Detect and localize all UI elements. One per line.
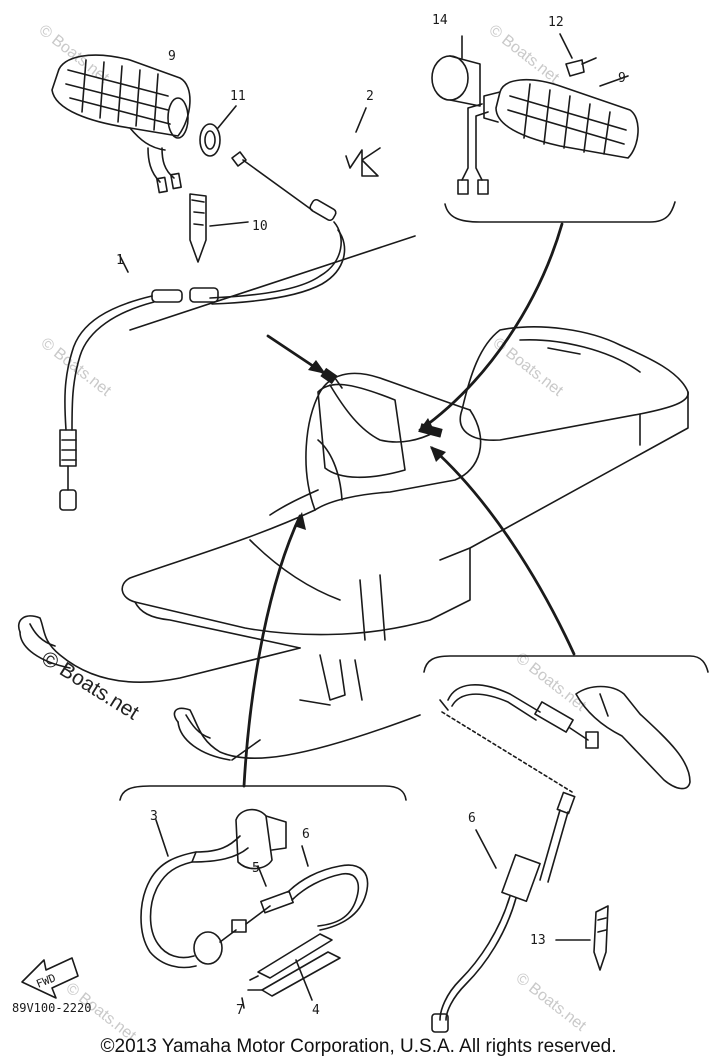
callouts: 9 11 2 10 1 14 12 9 3 6 5 4 7 6 13: [116, 13, 626, 1018]
svg-text:© Boats.net: © Boats.net: [513, 970, 590, 1035]
watermark-main: © Boats.net: [37, 647, 143, 725]
copyright-footer: ©2013 Yamaha Motor Corporation, U.S.A. A…: [100, 1036, 617, 1057]
callout-11: 11: [230, 89, 246, 104]
svg-text:© Boats.net: © Boats.net: [513, 650, 590, 715]
callout-1: 1: [116, 253, 124, 268]
fwd-label: FWD: [34, 971, 57, 990]
callout-12: 12: [548, 15, 564, 30]
callout-13: 13: [530, 933, 546, 948]
drawing-number: 89V100-2220: [12, 1001, 91, 1015]
callout-6-left: 6: [302, 827, 310, 842]
callout-9-left: 9: [168, 49, 176, 64]
callout-6-right: 6: [468, 811, 476, 826]
right-grip-group: [431, 33, 676, 223]
callout-5: 5: [252, 861, 260, 876]
svg-text:© Boats.net: © Boats.net: [490, 335, 567, 400]
callout-3: 3: [150, 809, 158, 824]
callout-9-right: 9: [618, 71, 626, 86]
callout-14: 14: [432, 13, 448, 28]
arrowheads: [294, 360, 446, 530]
svg-text:© Boats.net: © Boats.net: [38, 335, 115, 400]
callout-4: 4: [312, 1003, 320, 1018]
svg-text:© Boats.net: © Boats.net: [486, 22, 563, 87]
arrows: [242, 222, 576, 788]
bottom-right-group: [423, 655, 709, 1033]
callout-7: 7: [236, 1003, 244, 1018]
left-grip-group: [51, 54, 416, 511]
callout-10: 10: [252, 219, 268, 234]
callout-2: 2: [366, 89, 374, 104]
watermarks: © Boats.net © Boats.net © Boats.net © Bo…: [36, 22, 590, 1045]
bottom-left-group: FWD: [21, 785, 407, 1009]
